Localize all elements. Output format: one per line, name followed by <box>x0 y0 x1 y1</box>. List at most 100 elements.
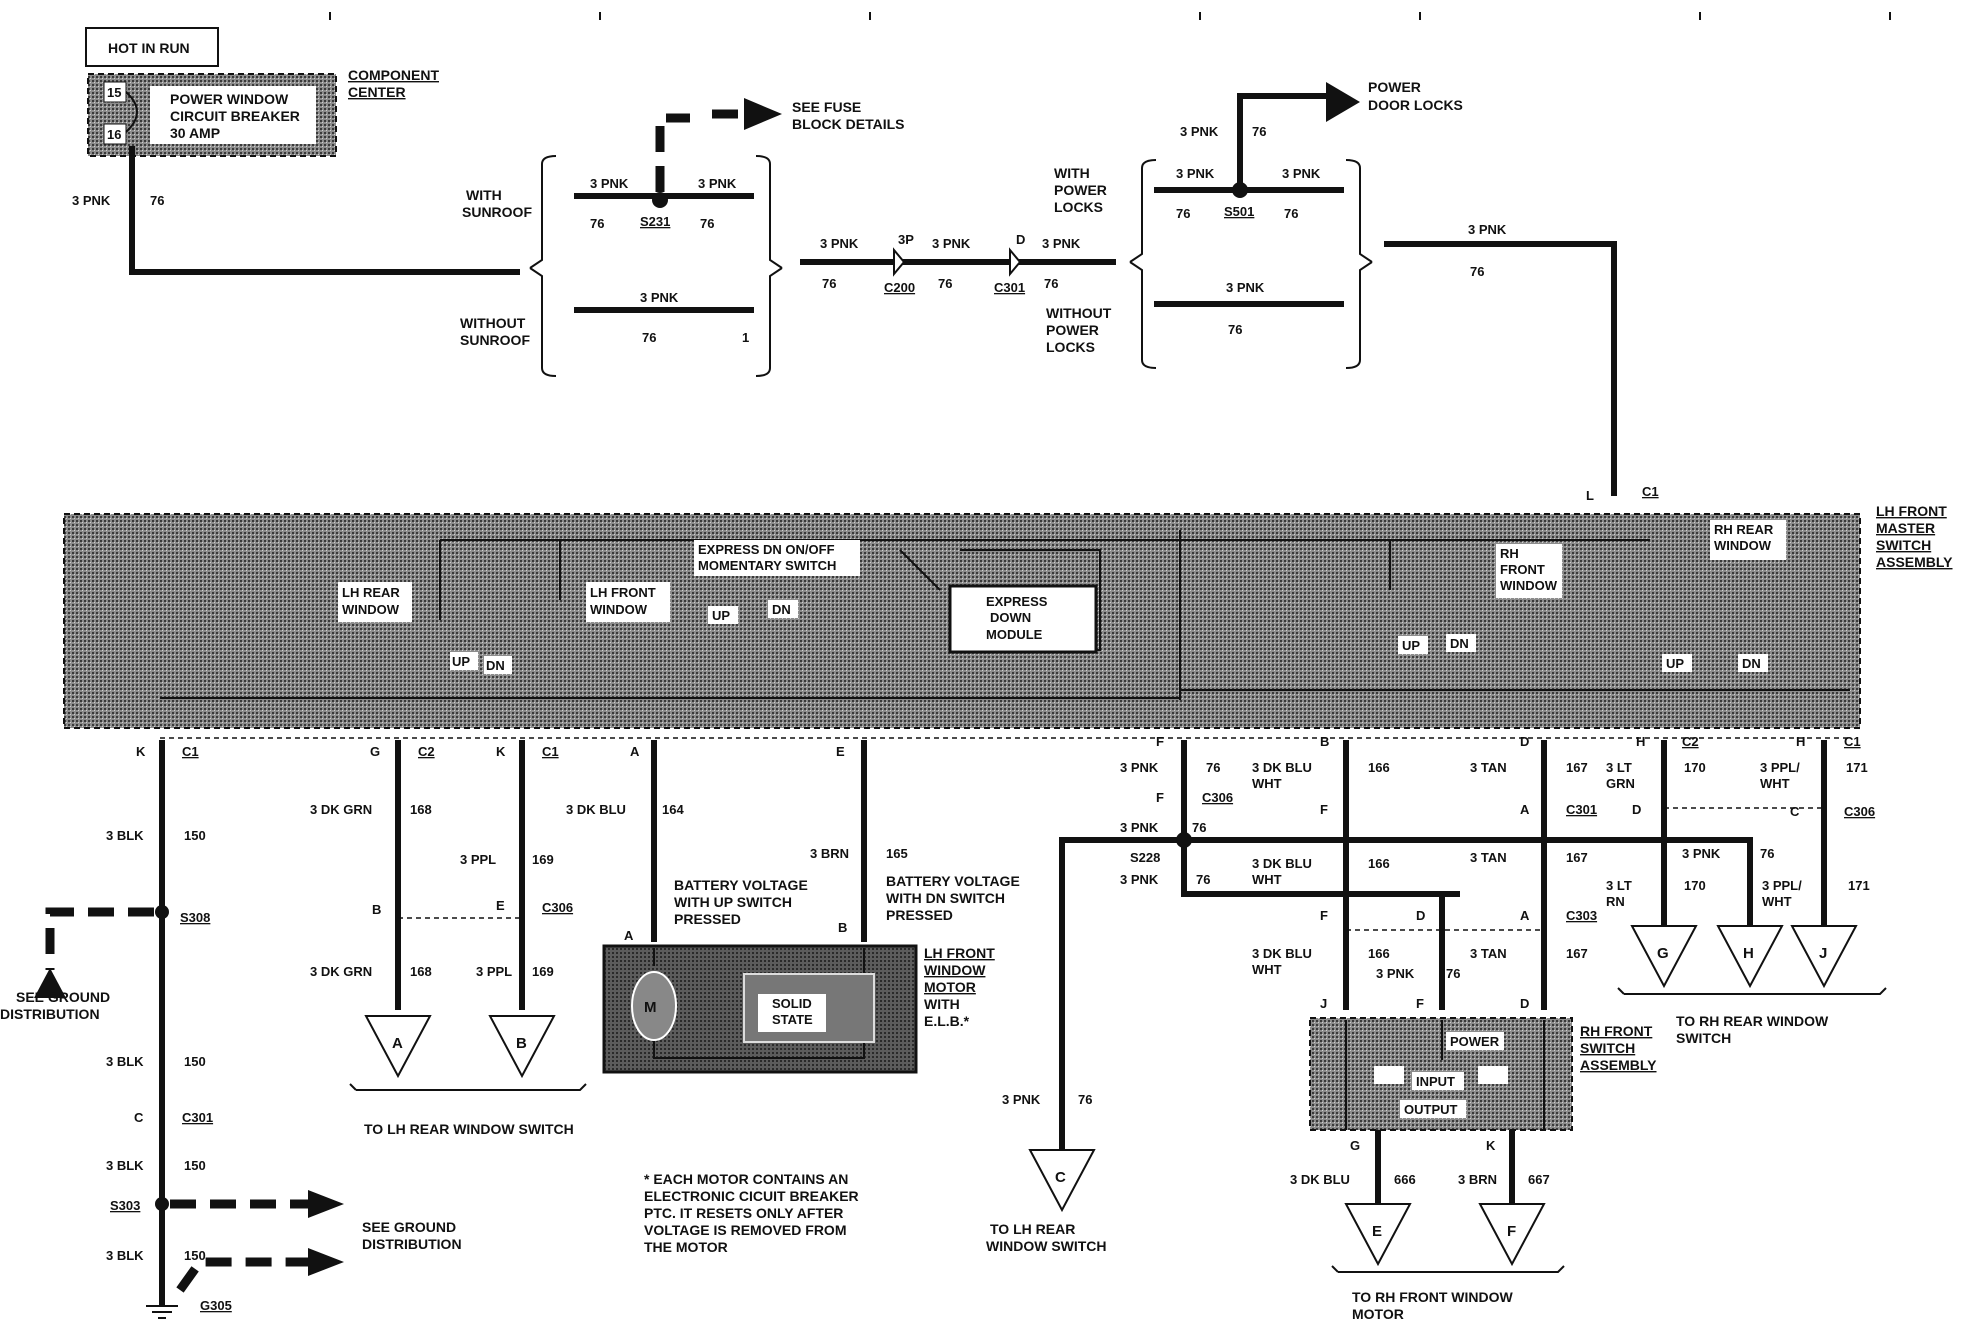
s501-wire-r: 3 PNK <box>1282 166 1321 181</box>
express-module-3: MODULE <box>986 627 1043 642</box>
c2-ltgrn: C2 <box>1682 734 1699 749</box>
k-wire: 3 BLK <box>106 828 144 843</box>
ppl-wire-2: 3 PPL <box>476 964 512 979</box>
tri-a: A <box>392 1035 403 1052</box>
lhf-dn: DN <box>772 602 791 617</box>
rh-switch-3: ASSEMBLY <box>1580 1057 1657 1073</box>
brn-num: 165 <box>886 846 908 861</box>
brn-wire: 3 BRN <box>810 846 849 861</box>
pin-a-tan2: A <box>1520 908 1530 923</box>
pin-a-tan: A <box>1520 802 1530 817</box>
pnk-wire-c: 3 PNK <box>1002 1092 1041 1107</box>
feed-3p: 3P <box>898 232 914 247</box>
dkbluwht-1b: WHT <box>1252 776 1282 791</box>
solid-state-2: STATE <box>772 1012 813 1027</box>
frame-ticks <box>329 12 1891 20</box>
c306-ppl: C306 <box>1844 804 1875 819</box>
pplwht-1b: WHT <box>1760 776 1790 791</box>
nosunroof-num: 76 <box>642 330 656 345</box>
pnk-wire-f: 3 PNK <box>1376 966 1415 981</box>
dkbluwht-1a: 3 DK BLU <box>1252 760 1312 775</box>
dkblu-666: 3 DK BLU <box>1290 1172 1350 1187</box>
rh-front-switch-assembly: POWER INPUT OUTPUT <box>1309 1017 1573 1131</box>
splice-s501: S501 <box>1224 204 1254 219</box>
tri-j: J <box>1819 945 1827 962</box>
c303-tan: C303 <box>1566 908 1597 923</box>
to-lh-rear2-2: WINDOW SWITCH <box>986 1238 1107 1254</box>
pin-l-sw: D <box>1520 996 1529 1011</box>
n167-3: 167 <box>1566 946 1588 961</box>
pin-f-b: F <box>1320 802 1328 817</box>
ltrn-a: 3 LT <box>1606 878 1632 893</box>
motor-label-3: MOTOR <box>924 979 976 995</box>
pin-k-rh: K <box>1486 1138 1496 1153</box>
dkbluwht-3a: 3 DK BLU <box>1252 946 1312 961</box>
master-feed-wire: 3 PNK <box>1468 222 1507 237</box>
rhf-up: UP <box>1402 638 1420 653</box>
pnk-h: 3 PNK <box>1682 846 1721 861</box>
motor-pin-a: A <box>624 928 634 943</box>
rh-front-window-2: FRONT <box>1500 562 1545 577</box>
brn-667: 3 BRN <box>1458 1172 1497 1187</box>
pin-b: B <box>372 902 381 917</box>
connector-c200: C200 <box>884 280 915 295</box>
lh-front-window-1: LH FRONT <box>590 585 656 600</box>
pin-16: 16 <box>107 127 121 142</box>
note-5: THE MOTOR <box>644 1239 728 1255</box>
pin-h-ltgrn: H <box>1636 734 1645 749</box>
motor-m: M <box>644 999 657 1016</box>
tan-1: 3 TAN <box>1470 760 1507 775</box>
motor-pin-b: B <box>838 920 847 935</box>
pplwht-1a: 3 PPL/ <box>1760 760 1800 775</box>
pin-j-sw: J <box>1320 996 1327 1011</box>
breaker-line-3: 30 AMP <box>170 125 220 141</box>
dkblu-wire: 3 DK BLU <box>566 802 626 817</box>
motor-label-4: WITH <box>924 996 960 1012</box>
see-ground-2a: SEE GROUND <box>362 1219 456 1235</box>
pin-15: 15 <box>107 85 121 100</box>
motor-label-2: WINDOW <box>924 962 986 978</box>
pin-e-m: E <box>836 744 845 759</box>
lhr-dn: DN <box>486 658 505 673</box>
g-c2: C2 <box>418 744 435 759</box>
pnk-wire-low: 3 PNK <box>1120 872 1159 887</box>
ppl-num: 169 <box>532 852 554 867</box>
master-c1-top: C1 <box>1642 484 1659 499</box>
tan-3: 3 TAN <box>1470 946 1507 961</box>
pin-f-top: F <box>1156 734 1164 749</box>
splice-s228: S228 <box>1130 850 1160 865</box>
batt-dn-3: PRESSED <box>886 907 953 923</box>
to-rh-rear-1: TO RH REAR WINDOW <box>1676 1013 1829 1029</box>
batt-up-1: BATTERY VOLTAGE <box>674 877 808 893</box>
pin-f-b2: F <box>1320 908 1328 923</box>
s231-num-l: 76 <box>590 216 604 231</box>
lock-up-wire: 3 PNK <box>1180 124 1219 139</box>
k-c301: C301 <box>182 1110 213 1125</box>
ppl-num-2: 169 <box>532 964 554 979</box>
with-sunroof-1: WITH <box>466 187 502 203</box>
pnk-num-c: 76 <box>1078 1092 1092 1107</box>
master-name-1: LH FRONT <box>1876 503 1947 519</box>
k-num: 150 <box>184 828 206 843</box>
express-switch-1: EXPRESS DN ON/OFF <box>698 542 835 557</box>
pin-a-m: A <box>630 744 640 759</box>
wire-num: 76 <box>150 193 164 208</box>
nosunroof-wire: 3 PNK <box>640 290 679 305</box>
lh-front-window-2: WINDOW <box>590 602 648 617</box>
ppl-wire: 3 PPL <box>460 852 496 867</box>
without-locks-1: WITHOUT <box>1046 305 1112 321</box>
see-ground-1a: SEE GROUND <box>16 989 110 1005</box>
n667: 667 <box>1528 1172 1550 1187</box>
k-wire-4: 3 BLK <box>106 1248 144 1263</box>
s501-wire-l: 3 PNK <box>1176 166 1215 181</box>
with-locks-1: WITH <box>1054 165 1090 181</box>
feed-num-3: 76 <box>1044 276 1058 291</box>
see-fuse-2: BLOCK DETAILS <box>792 116 905 132</box>
pnk-num-low: 76 <box>1196 872 1210 887</box>
pplwht-2a: 3 PPL/ <box>1762 878 1802 893</box>
to-rh-front-1: TO RH FRONT WINDOW <box>1352 1289 1514 1305</box>
n166-2: 166 <box>1368 856 1390 871</box>
solid-state-1: SOLID <box>772 996 812 1011</box>
tri-c: C <box>1055 1169 1066 1186</box>
